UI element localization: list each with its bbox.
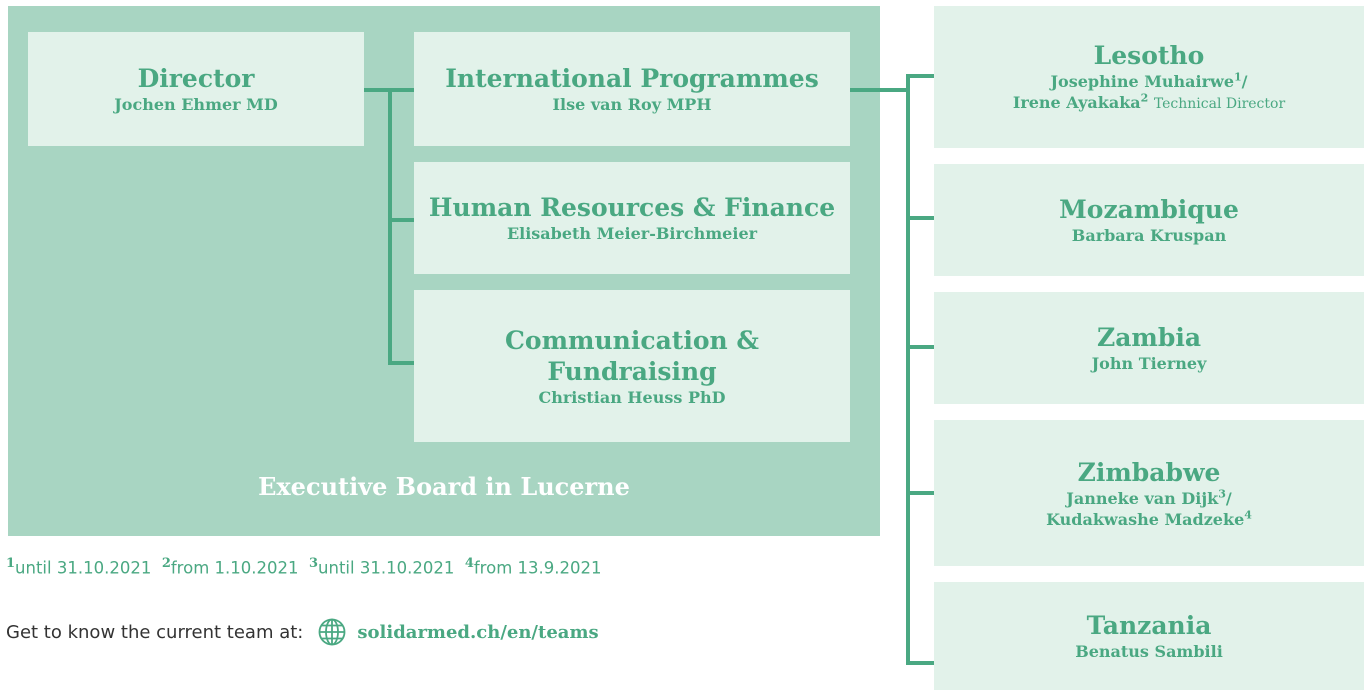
footnote-text: until 31.10.2021 [318, 558, 455, 578]
dept-head-name: Elisabeth Meier-Birchmeier [506, 224, 758, 243]
team-link-row: Get to know the current team at: solidar… [6, 617, 599, 647]
footnote-ref: 3 [1218, 487, 1226, 501]
footnote-text: until 31.10.2021 [15, 558, 152, 578]
footnote-number: 2 [161, 556, 171, 571]
country-head-name: Janneke van Dijk [1066, 488, 1219, 508]
footnote-ref: 2 [1140, 91, 1149, 105]
country-mozambique: Mozambique Barbara Kruspan [934, 164, 1364, 276]
dept-title: International Programmes [445, 64, 819, 93]
country-title: Zambia [1096, 323, 1202, 352]
footnote-text: from 1.10.2021 [170, 558, 299, 578]
country-zimbabwe: Zimbabwe Janneke van Dijk3/ Kudakwashe M… [934, 420, 1364, 566]
dept-title-line2: Fundraising [547, 356, 717, 386]
country-head-name: Benatus Sambili [1075, 642, 1223, 661]
country-connector-lesotho [906, 74, 934, 78]
footnotes: 1until 31.10.2021 2from 1.10.2021 3until… [6, 556, 602, 578]
country-connector-tanzania [906, 661, 934, 665]
board-label: Executive Board in Lucerne [258, 472, 630, 501]
dept-title: Human Resources & Finance [428, 193, 836, 222]
dept-head-name: Christian Heuss PhD [538, 387, 726, 407]
dept-title-line1: Communication & [505, 325, 759, 355]
country-title: Lesotho [1093, 40, 1205, 70]
country-head-name: Josephine Muhairwe [1050, 71, 1234, 91]
footnote-text: from 13.9.2021 [473, 558, 602, 578]
name-separator: / [1241, 71, 1248, 91]
country-connector-zambia [906, 345, 934, 349]
footnote-number: 1 [6, 556, 16, 571]
dept-communication-fundraising: Communication & Fundraising Christian He… [414, 290, 850, 442]
country-head-name: Barbara Kruspan [1071, 226, 1227, 245]
country-title: Tanzania [1086, 611, 1212, 640]
director-name: Jochen Ehmer MD [114, 95, 278, 114]
country-head-line2: Irene Ayakaka2 Technical Director [1013, 92, 1285, 115]
footnote-ref: 1 [1234, 70, 1242, 84]
country-head-role: Technical Director [1153, 95, 1286, 112]
country-zambia: Zambia John Tierney [934, 292, 1364, 404]
dept-hr-finance: Human Resources & Finance Elisabeth Meie… [414, 162, 850, 274]
country-head-line2: Kudakwashe Madzeke4 [1046, 509, 1252, 530]
country-head-line1: Janneke van Dijk3/ [1066, 488, 1231, 509]
country-lesotho: Lesotho Josephine Muhairwe1/ Irene Ayaka… [934, 6, 1364, 148]
country-head-name: Irene Ayakaka [1012, 92, 1141, 112]
country-head-name: Kudakwashe Madzeke [1046, 509, 1245, 529]
country-head-name: John Tierney [1091, 354, 1207, 373]
country-vertical-connector [906, 74, 910, 665]
dept-connector-hr [388, 218, 414, 222]
dept-international-programmes: International Programmes Ilse van Roy MP… [414, 32, 850, 146]
footnote-number: 3 [309, 556, 319, 571]
team-prompt: Get to know the current team at: [6, 621, 304, 643]
dept-vertical-connector [388, 88, 392, 365]
team-link[interactable]: solidarmed.ch/en/teams [357, 621, 599, 643]
footnote-ref: 4 [1244, 508, 1252, 522]
dept-connector-comm [388, 361, 414, 365]
director-box: Director Jochen Ehmer MD [28, 32, 364, 146]
globe-icon [317, 617, 347, 647]
country-title: Mozambique [1059, 195, 1239, 224]
programmes-connector [850, 88, 910, 92]
country-connector-mozambique [906, 216, 934, 220]
director-title: Director [137, 64, 255, 93]
country-connector-zimbabwe [906, 491, 934, 495]
name-separator: / [1225, 488, 1232, 508]
country-tanzania: Tanzania Benatus Sambili [934, 582, 1364, 690]
country-head-line1: Josephine Muhairwe1/ [1050, 71, 1247, 92]
footnote-number: 4 [464, 556, 474, 571]
dept-head-name: Ilse van Roy MPH [552, 95, 712, 114]
country-title: Zimbabwe [1077, 457, 1221, 487]
